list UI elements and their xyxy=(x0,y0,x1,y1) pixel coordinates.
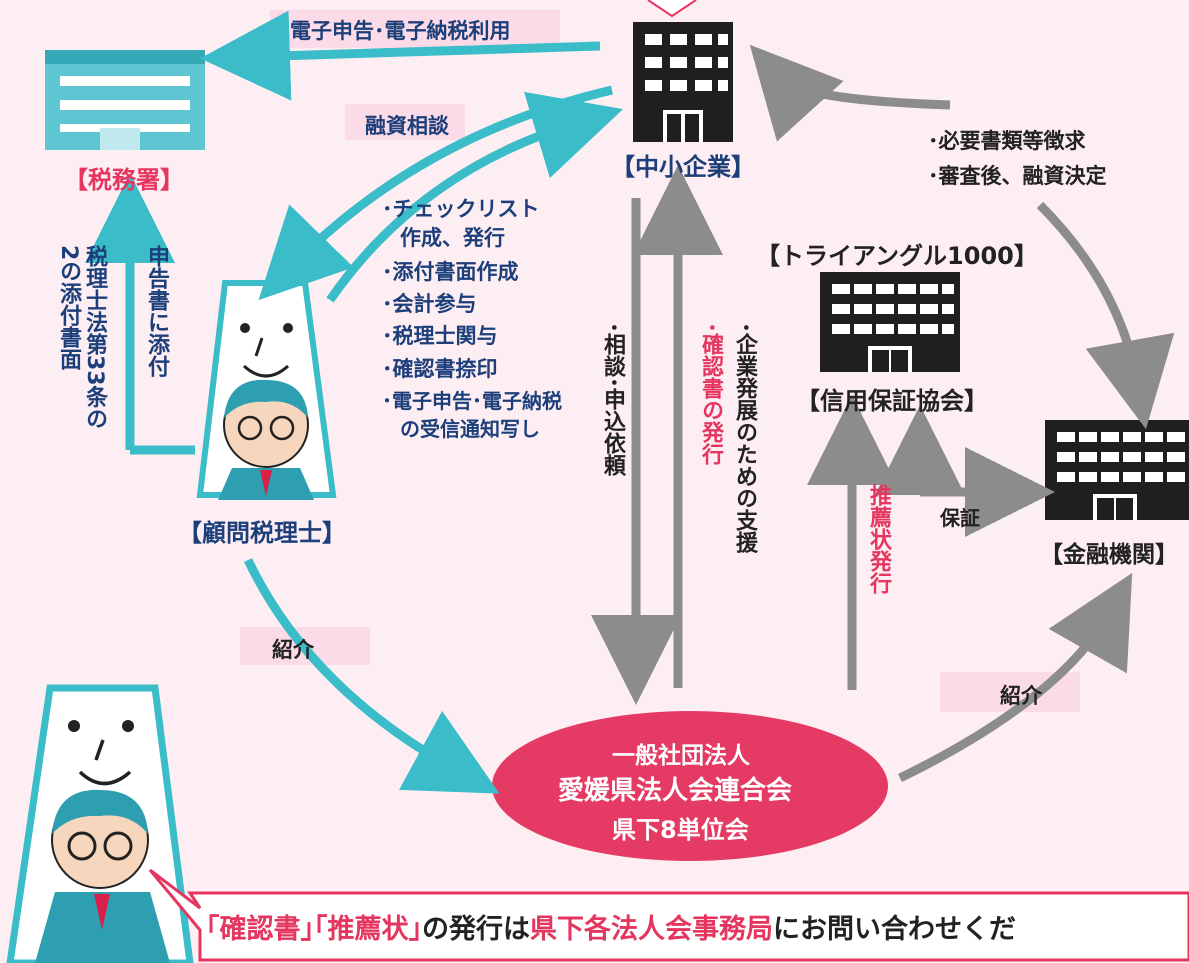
bank-to-sme-arrow xyxy=(749,44,951,142)
association-ellipse xyxy=(492,711,888,861)
enterprise-support-label: ･企業発展のための支援 xyxy=(732,322,757,554)
banner-text: ｢確認書｣｢推薦状｣の発行は県下各法人会事務局にお問い合わせくだ xyxy=(206,907,1016,946)
support-item-2: ･添付書面作成 xyxy=(382,260,519,284)
tax-office-label: 【税務署】 xyxy=(64,166,184,194)
tax-office-icon xyxy=(45,50,205,150)
intro-left-label: 紹介 xyxy=(272,638,314,662)
support-item-1b: 作成、発行 xyxy=(400,226,505,250)
sme-to-bank-arrow xyxy=(1036,201,1175,430)
bank-label: 【金融機関】 xyxy=(1040,542,1178,568)
financing-pill xyxy=(345,104,465,140)
guarantee-label: 【信用保証協会】 xyxy=(796,387,988,415)
e-filing-arrow xyxy=(200,10,601,101)
banner-q1: ｢確認書｣ xyxy=(206,914,314,945)
association-line-1: 一般社団法人 xyxy=(612,743,750,769)
support-item-3: ･会計参与 xyxy=(382,292,477,316)
support-arrow xyxy=(326,91,624,303)
triangle-label: 【トライアングル1000】 xyxy=(756,242,1038,270)
banner-tail: にお問い合わせくだ xyxy=(773,914,1016,945)
association-line-3: 県下8単位会 xyxy=(612,816,749,844)
advisor-label: 【顧問税理士】 xyxy=(178,519,346,547)
support-item-4: ･税理士関与 xyxy=(382,324,498,348)
bank-building-icon xyxy=(1045,420,1189,520)
bank-item-2: ･審査後、融資決定 xyxy=(928,164,1107,188)
association-line-2: 愛媛県法人会連合会 xyxy=(558,776,793,806)
sme-label: 【中小企業】 xyxy=(611,153,755,181)
intro-right-label: 紹介 xyxy=(1000,684,1042,708)
intro-left-arrow xyxy=(243,558,500,794)
support-item-6b: の受信通知写し xyxy=(400,417,540,441)
recommend-label: 推薦状発行 xyxy=(866,484,891,594)
support-item-1: ･チェックリスト xyxy=(382,197,540,221)
banner-mid: の発行は xyxy=(422,914,530,945)
e-filing-pill xyxy=(270,10,560,48)
support-item-5: ･確認書捺印 xyxy=(382,357,498,381)
sme-building-icon xyxy=(633,22,733,142)
intro-right-arrow xyxy=(898,572,1133,783)
attach-vertical-label: 申告書に添付 xyxy=(144,245,169,377)
advisor-mascot-icon xyxy=(196,280,337,500)
attach-law-line-1: 税理士法第33条の xyxy=(82,245,107,430)
confirm-issue-label: ･確認書の発行 xyxy=(698,322,723,466)
banner-q2: ｢推薦状｣ xyxy=(314,914,422,945)
support-item-6: ･電子申告･電子納税 xyxy=(382,389,562,413)
e-filing-label: 電子申告･電子納税利用 xyxy=(290,19,511,43)
top-pointer xyxy=(647,0,697,18)
consult-label: ･相談･申込依頼 xyxy=(600,322,625,477)
bank-item-1: ･必要書類等徴求 xyxy=(928,129,1086,153)
speech-banner xyxy=(148,868,1189,962)
banner-office: 県下各法人会事務局 xyxy=(530,914,773,945)
attach-law-line-2: 2の添付書面 xyxy=(56,245,81,371)
guarantee-building-icon xyxy=(820,272,960,372)
corner-mascot-icon xyxy=(6,684,194,963)
financing-label: 融資相談 xyxy=(365,114,449,138)
guarantee-edge-label: 保証 xyxy=(940,506,980,530)
